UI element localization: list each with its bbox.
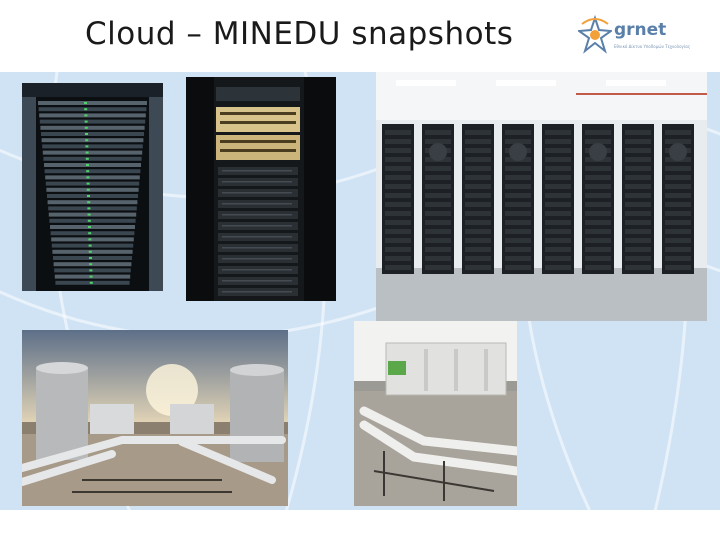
rooftop-chiller-unit-photo (354, 321, 517, 506)
grnet-star-icon (576, 14, 614, 54)
server-rack-front-photo (22, 83, 163, 291)
grnet-wordmark: grnet (614, 20, 667, 40)
grnet-logo: grnet Εθνικό Δίκτυο Υποδομών Τεχνολογίας (576, 14, 691, 56)
rooftop-cooling-towers-photo (22, 330, 288, 506)
slide-title: Cloud – MINEDU snapshots (85, 16, 514, 52)
datacenter-room-photo (376, 72, 707, 321)
grnet-tagline: Εθνικό Δίκτυο Υποδομών Τεχνολογίας (614, 44, 691, 49)
server-rack-side-photo (186, 77, 336, 301)
